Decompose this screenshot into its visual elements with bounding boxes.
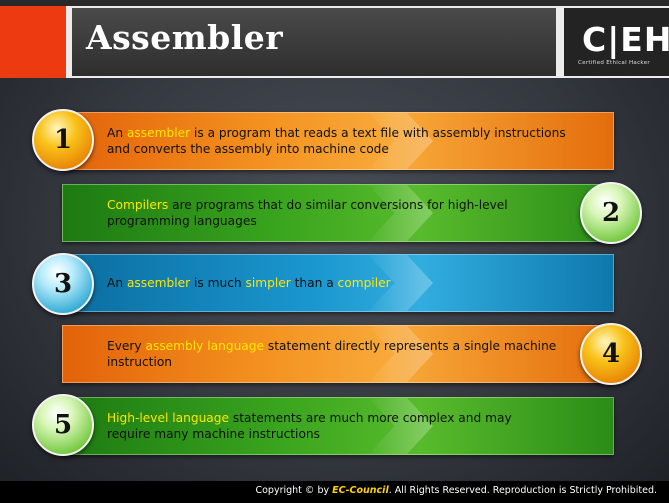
list-item-5: High-level language statements are much … [0,394,669,457]
item-text-body: Compilers are programs that do similar c… [107,197,577,229]
item-text-body: An assembler is a program that reads a t… [107,125,587,157]
item-band: Every assembly language statement direct… [62,325,614,383]
top-strip [0,0,669,6]
logo-tagline: Certified Ethical Hacker [578,60,650,66]
slide-header: Assembler C|EH Certified Ethical Hacker [0,6,669,78]
text-segment: statements are much more complex and may… [107,411,512,441]
ceh-logo: C|EH Certified Ethical Hacker [564,8,669,76]
text-segment: statement directly represents a single m… [107,339,557,369]
item-band: High-level language statements are much … [62,397,614,455]
text-segment: is a program that reads a text file with… [107,126,566,156]
title-bar: Assembler [72,8,556,76]
highlighted-term: Compilers [107,198,169,212]
item-band: An assembler is a program that reads a t… [62,112,614,170]
copyright-prefix: Copyright © by [255,485,333,496]
highlighted-term: simpler [245,276,291,290]
list-item-2: Compilers are programs that do similar c… [0,182,669,244]
slide-title: Assembler [86,18,284,57]
number-badge: 1 [32,109,94,171]
item-text-body: Every assembly language statement direct… [107,338,567,370]
highlighted-term: compiler [337,276,391,290]
number-badge: 2 [580,182,642,244]
text-segment: is much [190,276,246,290]
logo-text: C|EH [582,20,669,59]
number-badge: 4 [580,323,642,385]
number-badge: 3 [32,253,94,315]
number-badge: 5 [32,394,94,456]
footer-brand: EC-Council [332,485,389,496]
footer: Copyright © by EC-Council. All Rights Re… [0,481,669,503]
item-text: An assembler is much simpler than a comp… [107,255,587,311]
item-text: An assembler is a program that reads a t… [107,113,587,169]
item-text: High-level language statements are much … [107,398,547,454]
copyright-suffix: . All Rights Reserved. Reproduction is S… [388,485,657,496]
item-text: Every assembly language statement direct… [107,326,567,382]
item-band: Compilers are programs that do similar c… [62,184,614,242]
highlighted-term: High-level language [107,411,230,425]
text-segment: are programs that do similar conversions… [107,198,508,228]
item-text-body: High-level language statements are much … [107,410,547,442]
text-segment: Every [107,339,146,353]
list-item-1: An assembler is a program that reads a t… [0,109,669,172]
accent-block [0,6,66,78]
item-text-body: An assembler is much simpler than a comp… [107,275,391,291]
item-band: An assembler is much simpler than a comp… [62,254,614,312]
list-item-4: Every assembly language statement direct… [0,323,669,385]
text-segment: An [107,276,127,290]
text-segment: than a [290,276,338,290]
list-item-3: An assembler is much simpler than a comp… [0,253,669,315]
text-segment: An [107,126,127,140]
highlighted-term: assembler [126,126,191,140]
highlighted-term: assembly language [145,339,265,353]
highlighted-term: assembler [126,276,191,290]
item-text: Compilers are programs that do similar c… [107,185,577,241]
copyright-text: Copyright © by EC-Council. All Rights Re… [255,485,657,496]
